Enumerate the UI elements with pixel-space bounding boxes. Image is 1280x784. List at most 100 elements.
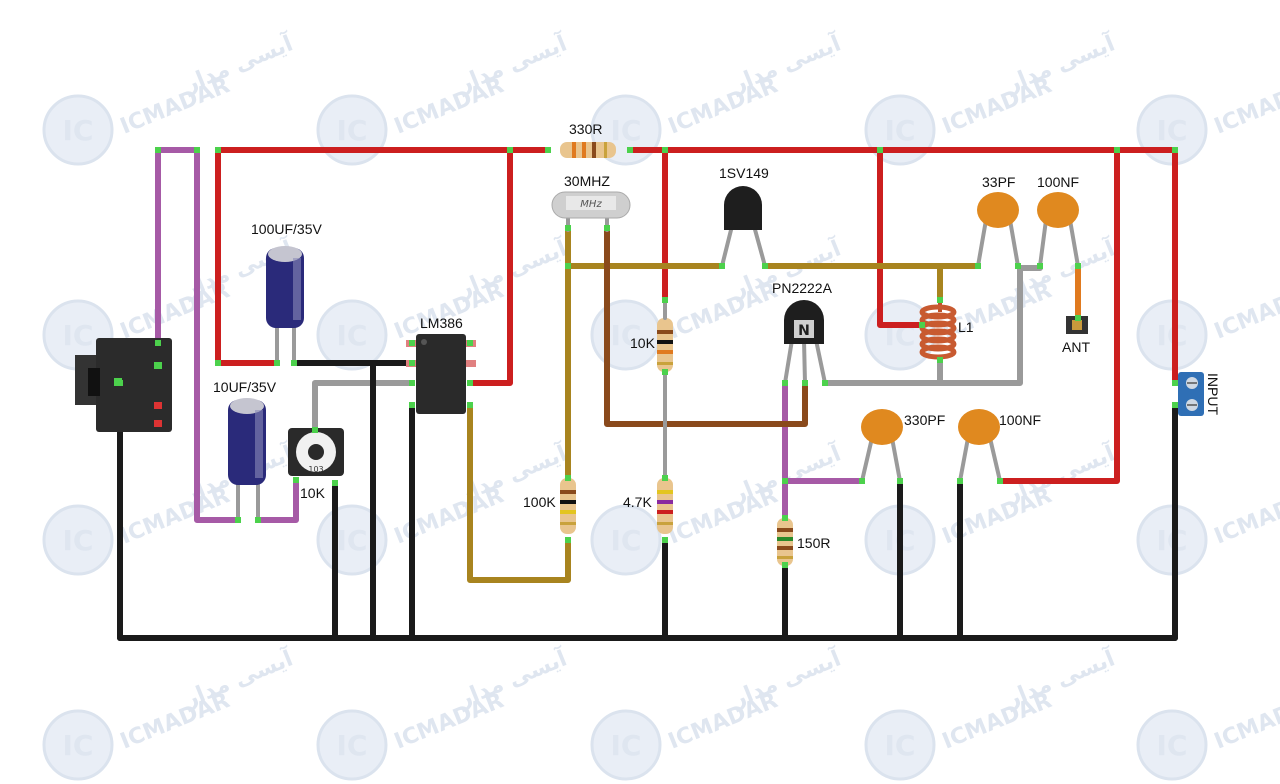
resistor-100k: [560, 478, 576, 534]
connection-pin: [194, 147, 200, 153]
connection-pin: [1114, 147, 1120, 153]
connection-pin: [877, 147, 883, 153]
svg-text:IC: IC: [1157, 114, 1188, 147]
svg-text:IC: IC: [337, 114, 368, 147]
connection-pin: [859, 478, 865, 484]
connection-pin: [565, 537, 571, 543]
wire-purple-q1: [782, 380, 865, 523]
connection-pin: [409, 380, 415, 386]
label-100uf: 100UF/35V: [251, 221, 322, 237]
connection-pin: [255, 517, 261, 523]
connection-pin: [215, 147, 221, 153]
connection-pin: [782, 562, 788, 568]
svg-text:IC: IC: [611, 319, 642, 352]
wire-purple-jack: [155, 147, 241, 523]
connection-pin: [662, 537, 668, 543]
ic-lm386: [406, 334, 476, 414]
connection-pin: [545, 147, 551, 153]
label-ant: ANT: [1062, 339, 1090, 355]
connection-pin: [604, 225, 610, 231]
resistor-330r: [560, 142, 616, 158]
connection-pin: [897, 478, 903, 484]
svg-text:آیسی مدار: آیسی مدار: [1001, 28, 1119, 97]
connection-pin: [762, 263, 768, 269]
connection-pin: [565, 475, 571, 481]
label-lm386: LM386: [420, 315, 463, 331]
wire-gray-q1: [822, 265, 1043, 386]
label-100nf-bottom: 100NF: [999, 412, 1041, 428]
connection-pin: [782, 380, 788, 386]
wire-red-lm386: [467, 147, 513, 386]
wire-red-coil: [877, 147, 925, 328]
label-150r: 150R: [797, 535, 830, 551]
svg-text:آیسی مدار: آیسی مدار: [179, 643, 297, 712]
crystal-marking: MHz: [580, 199, 602, 210]
label-1sv149: 1SV149: [719, 165, 769, 181]
svg-text:IC: IC: [885, 114, 916, 147]
connection-pin: [155, 147, 161, 153]
svg-text:IC: IC: [337, 524, 368, 557]
label-input: INPUT: [1205, 373, 1221, 415]
svg-text:آیسی مدار: آیسی مدار: [727, 28, 845, 97]
connection-pin: [291, 360, 297, 366]
resistor-150r: [777, 518, 793, 566]
svg-text:آیسی مدار: آیسی مدار: [1273, 233, 1280, 302]
wire-black-drops: [117, 360, 1178, 641]
capacitor-100nf-bottom: [958, 409, 1002, 483]
connection-pin: [155, 340, 161, 346]
connection-pin: [997, 478, 1003, 484]
inductor-l1: [919, 300, 957, 360]
label-330r: 330R: [569, 121, 602, 137]
svg-text:IC: IC: [885, 729, 916, 762]
capacitor-10uf: [228, 398, 266, 522]
diode-1sv149: [720, 186, 767, 268]
connection-pin: [937, 357, 943, 363]
svg-text:IC: IC: [337, 729, 368, 762]
svg-text:آیسی مدار: آیسی مدار: [1273, 643, 1280, 712]
svg-text:ICMADAR: ICMADAR: [1211, 278, 1280, 344]
connection-pin: [662, 369, 668, 375]
svg-text:IC: IC: [63, 729, 94, 762]
svg-text:ICMADAR: ICMADAR: [1211, 688, 1280, 754]
connection-pin: [822, 380, 828, 386]
label-100nf-top: 100NF: [1037, 174, 1079, 190]
antenna-terminal: [1066, 316, 1088, 334]
potentiometer-10k: 103: [288, 428, 344, 476]
wire-gold-lm386: [467, 402, 571, 583]
connection-pin: [782, 515, 788, 521]
svg-text:IC: IC: [611, 114, 642, 147]
connection-pin: [1172, 147, 1178, 153]
connection-pin: [1172, 380, 1178, 386]
transistor-pn2222a: N: [783, 300, 827, 385]
connection-pin: [627, 147, 633, 153]
connection-pin: [467, 340, 473, 346]
connection-pin: [662, 147, 668, 153]
connection-pin: [719, 263, 725, 269]
capacitor-33pf: [976, 192, 1020, 268]
connection-pin: [409, 360, 415, 366]
connection-pin: [409, 340, 415, 346]
connection-pin: [1172, 402, 1178, 408]
svg-text:IC: IC: [63, 319, 94, 352]
connection-pin: [782, 478, 788, 484]
connection-pin: [1037, 263, 1043, 269]
capacitor-330pf: [860, 409, 903, 483]
svg-text:آیسی مدار: آیسی مدار: [727, 643, 845, 712]
connection-pin: [507, 147, 513, 153]
connection-pin: [215, 360, 221, 366]
connection-pin: [662, 475, 668, 481]
svg-text:IC: IC: [611, 729, 642, 762]
connection-pin: [1015, 263, 1021, 269]
connection-pin: [235, 517, 241, 523]
wire-gray-pot: [312, 380, 415, 433]
